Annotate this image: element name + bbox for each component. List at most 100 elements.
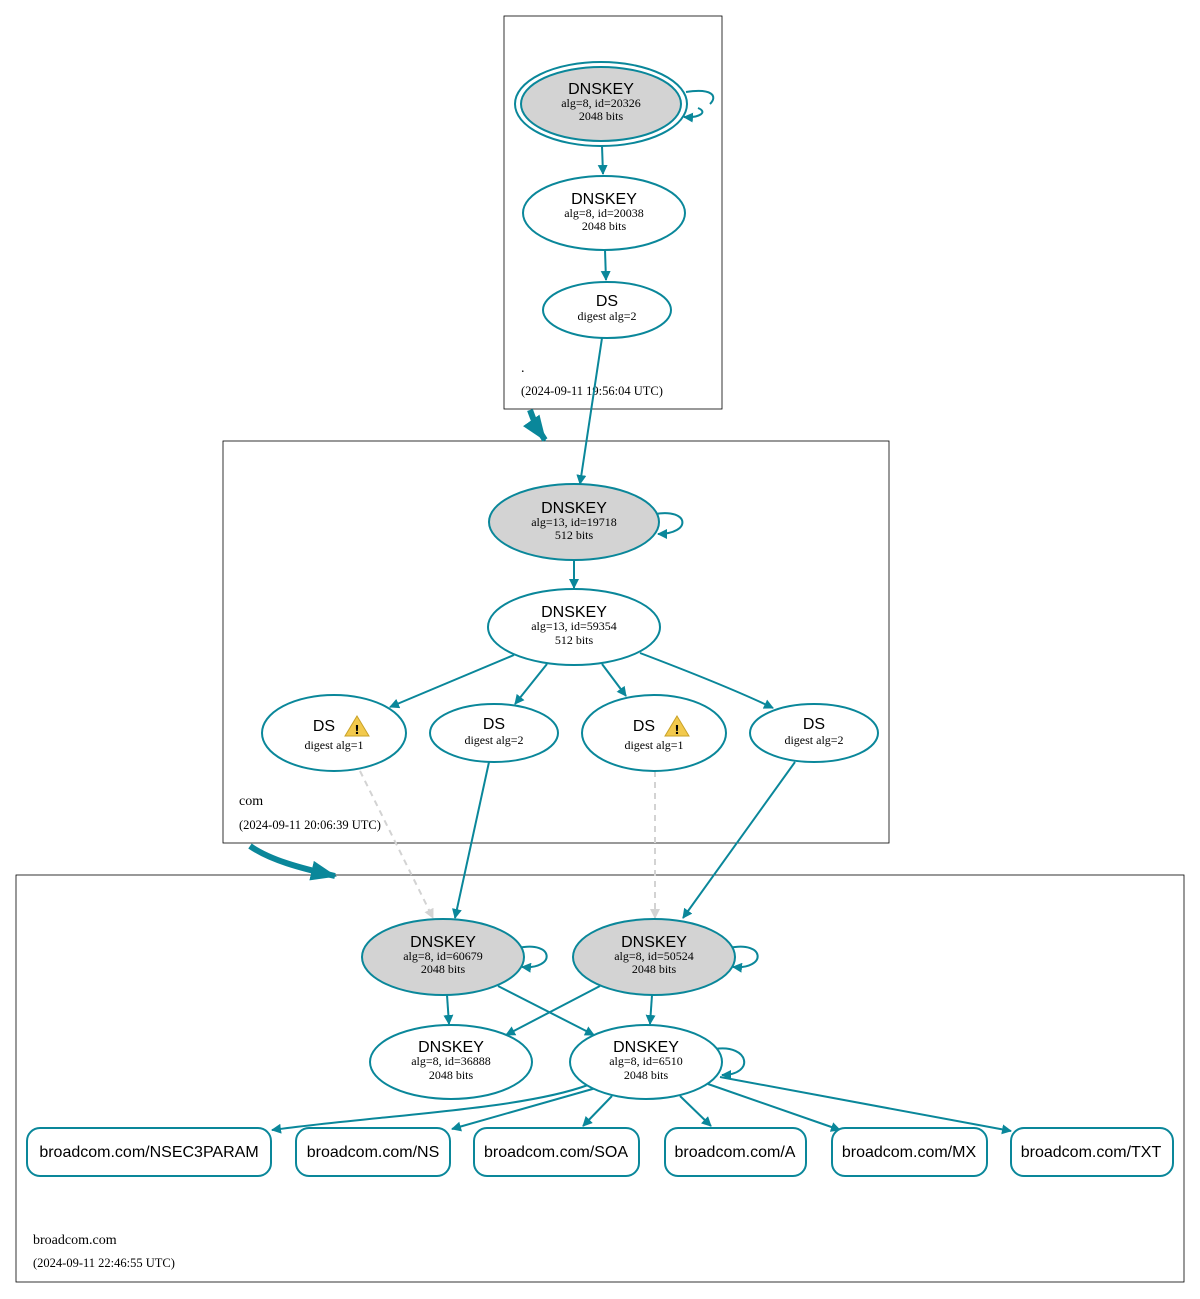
root-zsk-bits: 2048 bits [582, 219, 627, 233]
edge-com-zsk-ds1 [389, 654, 515, 709]
bc-zsk1-bits: 2048 bits [429, 1068, 474, 1082]
com-ds1-node[interactable]: DS ! digest alg=1 [261, 694, 407, 772]
bc-zsk2-bits: 2048 bits [624, 1068, 669, 1082]
rrset-nsec3param-label: broadcom.com/NSEC3PARAM [39, 1144, 258, 1161]
edge-zsk2-soa [582, 1095, 613, 1127]
edge-zsk2-mx [707, 1083, 841, 1132]
bc-ksk2-node[interactable]: DNSKEY alg=8, id=50524 2048 bits [572, 918, 736, 996]
com-ds4-node[interactable]: DS digest alg=2 [749, 703, 879, 763]
edge-bc-ksk1-zsk2 [497, 985, 595, 1036]
rrset-txt[interactable]: broadcom.com/TXT [1010, 1127, 1174, 1177]
root-ds-node[interactable]: DS digest alg=2 [542, 281, 672, 339]
rrset-mx-label: broadcom.com/MX [842, 1144, 977, 1161]
bc-zsk2-node[interactable]: DNSKEY alg=8, id=6510 2048 bits [569, 1024, 723, 1100]
edge-self-bc-ksk1 [517, 945, 548, 973]
bc-ksk2-id: alg=8, id=50524 [614, 949, 694, 963]
bc-ksk2-bits: 2048 bits [632, 962, 677, 976]
zone-broadcom-timestamp: (2024-09-11 22:46:55 UTC) [33, 1256, 175, 1270]
edge-com-zsk-ds3 [601, 663, 627, 697]
com-zsk-id: alg=13, id=59354 [531, 619, 617, 633]
zone-broadcom [15, 874, 1185, 1283]
edge-com-zsk-ds4 [639, 652, 774, 709]
edge-self-root-ksk-return [683, 107, 704, 123]
warning-icon: ! [664, 715, 690, 737]
com-ds3-title: DS [633, 718, 655, 735]
rrset-soa[interactable]: broadcom.com/SOA [473, 1127, 640, 1177]
bc-ksk2-title: DNSKEY [621, 934, 687, 951]
root-zsk-id: alg=8, id=20038 [564, 206, 644, 220]
rrset-a-label: broadcom.com/A [675, 1144, 796, 1161]
bc-ksk1-node[interactable]: DNSKEY alg=8, id=60679 2048 bits [361, 918, 525, 996]
edge-zsk2-ns [451, 1087, 597, 1132]
svg-text:!: ! [674, 723, 679, 737]
com-zsk-title: DNSKEY [541, 604, 607, 621]
com-ksk-id: alg=13, id=19718 [531, 515, 617, 529]
edge-root-zsk-ds [600, 249, 611, 281]
bc-zsk2-title: DNSKEY [613, 1039, 679, 1056]
zone-root-name: . [521, 361, 525, 376]
edge-com-zsk-ds2 [514, 663, 548, 705]
rrset-ns-label: broadcom.com/NS [307, 1144, 440, 1161]
root-ksk-title: DNSKEY [568, 81, 634, 98]
edge-self-bc-zsk2 [714, 1047, 745, 1080]
edge-zsk2-txt [719, 1076, 1012, 1135]
root-ksk-node[interactable]: DNSKEY alg=8, id=20326 2048 bits [514, 61, 688, 147]
com-ksk-node[interactable]: DNSKEY alg=13, id=19718 512 bits [488, 483, 660, 561]
com-ds2-digest: digest alg=2 [464, 733, 523, 747]
edge-bc-ksk1-zsk1 [443, 994, 454, 1025]
zone-root [503, 15, 723, 410]
com-ds3-node[interactable]: DS ! digest alg=1 [581, 694, 727, 772]
edge-self-root-ksk [685, 90, 715, 105]
bc-zsk1-node[interactable]: DNSKEY alg=8, id=36888 2048 bits [369, 1024, 533, 1100]
bc-zsk2-id: alg=8, id=6510 [609, 1054, 683, 1068]
bc-ksk1-title: DNSKEY [410, 934, 476, 951]
com-ds3-digest: digest alg=1 [624, 738, 683, 752]
edge-zsk2-a [679, 1095, 712, 1127]
edge-bc-ksk2-zsk1 [505, 985, 601, 1036]
edge-self-bc-ksk2 [728, 945, 759, 973]
com-ksk-title: DNSKEY [541, 500, 607, 517]
delegation-arrow-root-com [523, 409, 548, 442]
rrset-mx[interactable]: broadcom.com/MX [831, 1127, 988, 1177]
warning-icon: ! [344, 715, 370, 737]
zone-broadcom-name: broadcom.com [33, 1233, 117, 1248]
edge-ds4-bc-ksk2 [682, 761, 796, 919]
bc-zsk1-id: alg=8, id=36888 [411, 1054, 491, 1068]
root-ds-digest: digest alg=2 [577, 309, 636, 323]
edge-ds1-bc-ksk1-insecure [359, 770, 434, 919]
com-ds2-node[interactable]: DS digest alg=2 [429, 703, 559, 763]
zone-root-timestamp: (2024-09-11 19:56:04 UTC) [521, 384, 663, 398]
rrset-nsec3param[interactable]: broadcom.com/NSEC3PARAM [26, 1127, 272, 1177]
root-ksk-bits: 2048 bits [579, 109, 624, 123]
com-ds1-digest: digest alg=1 [304, 738, 363, 752]
edge-root-ksk-zsk [597, 145, 608, 175]
bc-zsk1-title: DNSKEY [418, 1039, 484, 1056]
rrset-txt-label: broadcom.com/TXT [1021, 1144, 1162, 1161]
svg-text:!: ! [354, 723, 359, 737]
edge-zsk2-nsec3param [271, 1084, 589, 1134]
bc-ksk1-id: alg=8, id=60679 [403, 949, 483, 963]
edge-self-com-ksk [654, 512, 684, 539]
root-zsk-title: DNSKEY [571, 191, 637, 208]
zone-com-timestamp: (2024-09-11 20:06:39 UTC) [239, 818, 381, 832]
rrset-ns[interactable]: broadcom.com/NS [295, 1127, 451, 1177]
root-ksk-id: alg=8, id=20326 [561, 96, 641, 110]
com-ksk-bits: 512 bits [555, 528, 594, 542]
com-ds4-title: DS [803, 716, 825, 733]
com-zsk-node[interactable]: DNSKEY alg=13, id=59354 512 bits [487, 588, 661, 666]
rrset-a[interactable]: broadcom.com/A [664, 1127, 807, 1177]
com-ds1-title: DS [313, 718, 335, 735]
edge-bc-ksk2-zsk2 [645, 994, 656, 1025]
com-ds4-digest: digest alg=2 [784, 733, 843, 747]
edge-root-ds-com-ksk [576, 337, 603, 485]
edge-ds2-bc-ksk1 [452, 761, 490, 919]
zone-com [222, 440, 890, 844]
rrset-soa-label: broadcom.com/SOA [484, 1144, 628, 1161]
com-zsk-bits: 512 bits [555, 633, 594, 647]
root-ds-title: DS [596, 293, 618, 310]
com-ds2-title: DS [483, 716, 505, 733]
zone-com-name: com [239, 794, 263, 809]
root-zsk-node[interactable]: DNSKEY alg=8, id=20038 2048 bits [522, 175, 686, 251]
bc-ksk1-bits: 2048 bits [421, 962, 466, 976]
